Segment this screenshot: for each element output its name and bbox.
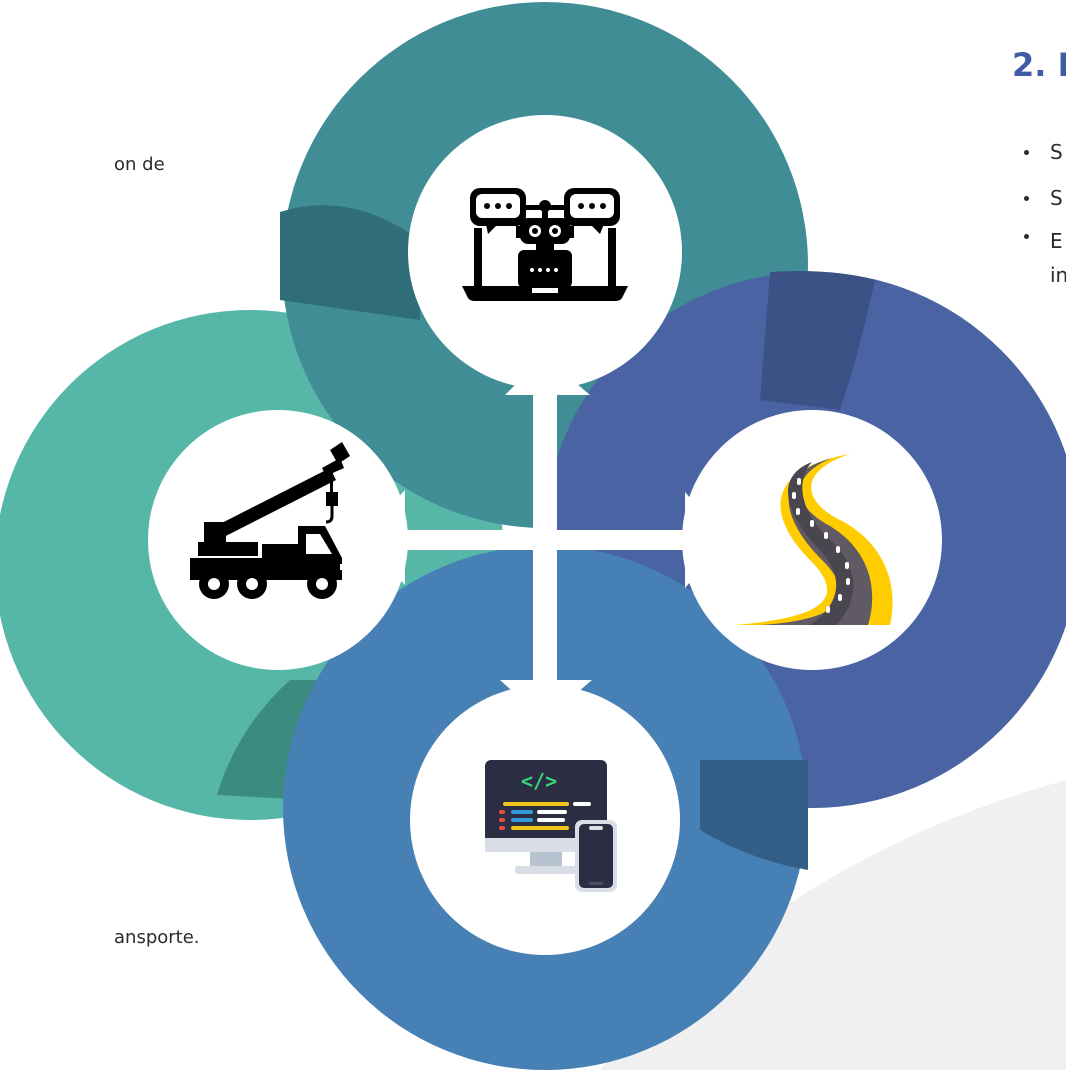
svg-text:</>: </> <box>521 769 557 793</box>
bullet-item-line2: in <box>1050 263 1066 287</box>
winding-road-icon <box>735 454 893 625</box>
left-text-fragment-top: on de <box>114 154 165 175</box>
bullet-item: S <box>1020 140 1066 186</box>
segment-bottom-shadow <box>700 760 808 870</box>
bullet-item-line1: E <box>1050 229 1063 253</box>
crane-truck-icon <box>190 442 350 599</box>
segment-right-shadow <box>760 271 875 410</box>
divider-vertical <box>533 340 557 710</box>
left-text-fragment-bottom: ansporte. <box>114 927 200 948</box>
robot-laptop-chat-icon <box>462 188 628 301</box>
inner-circle-left <box>148 410 408 670</box>
divider-horizontal <box>372 530 718 550</box>
segment-top-shadow <box>280 205 420 320</box>
code-monitor-phone-icon: </> <box>485 760 617 892</box>
bullet-item: S <box>1020 186 1066 232</box>
section-heading: 2. D <box>1012 46 1066 84</box>
